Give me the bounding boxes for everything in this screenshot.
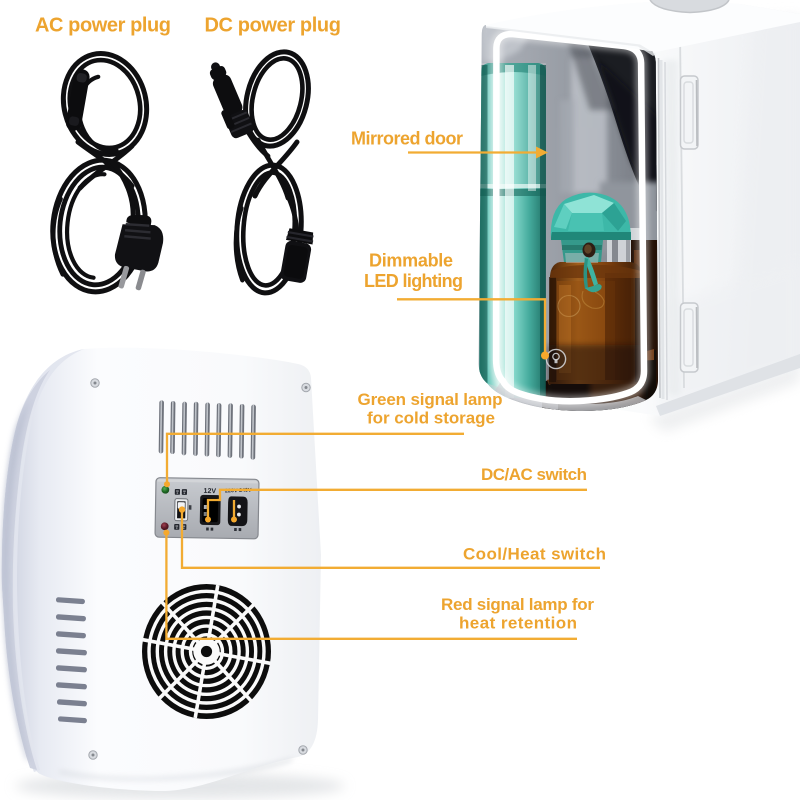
svg-text:AC power plug: AC power plug bbox=[35, 15, 171, 37]
svg-text:heat retention: heat retention bbox=[459, 614, 577, 633]
svg-text:LED lighting: LED lighting bbox=[364, 271, 463, 291]
svg-text:220V-240V: 220V-240V bbox=[225, 488, 252, 495]
svg-text:Mirrored door: Mirrored door bbox=[351, 128, 463, 148]
svg-text:Green signal lamp: Green signal lamp bbox=[358, 390, 503, 409]
svg-text:DC power plug: DC power plug bbox=[204, 15, 341, 37]
svg-text:12V: 12V bbox=[204, 488, 217, 495]
svg-text:DC/AC switch: DC/AC switch bbox=[481, 465, 587, 484]
svg-text:Dimmable: Dimmable bbox=[369, 251, 453, 271]
svg-text:Cool/Heat switch: Cool/Heat switch bbox=[463, 545, 606, 564]
svg-text:Red signal lamp for: Red signal lamp for bbox=[441, 595, 594, 614]
svg-text:for cold storage: for cold storage bbox=[367, 408, 495, 427]
